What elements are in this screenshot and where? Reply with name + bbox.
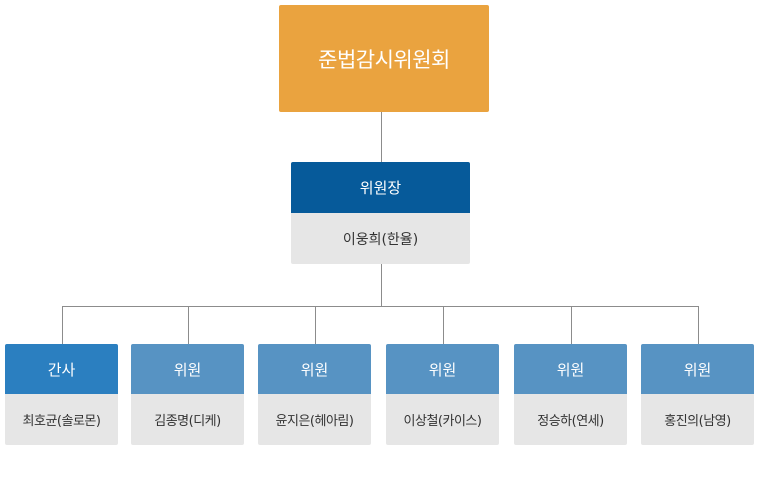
member-role: 위원	[641, 344, 754, 394]
connector-chair-to-bus	[381, 264, 382, 307]
committee-box: 준법감시위원회	[279, 5, 489, 112]
member-name: 윤지은(헤아림)	[258, 394, 371, 445]
member-box: 위원 이상철(카이스)	[386, 344, 499, 445]
member-name: 김종명(디케)	[131, 394, 244, 445]
connector-drop-3	[315, 306, 316, 344]
connector-horizontal-bus	[62, 306, 699, 307]
member-name: 홍진의(남영)	[641, 394, 754, 445]
connector-drop-5	[571, 306, 572, 344]
member-box: 위원 홍진의(남영)	[641, 344, 754, 445]
committee-title: 준법감시위원회	[318, 47, 450, 72]
connector-drop-6	[698, 306, 699, 344]
member-box-secretary: 간사 최호균(솔로몬)	[5, 344, 118, 445]
member-role: 위원	[386, 344, 499, 394]
member-role: 위원	[258, 344, 371, 394]
chair-role: 위원장	[291, 162, 470, 213]
member-role: 위원	[131, 344, 244, 394]
connector-committee-to-chair	[381, 112, 382, 162]
member-name: 이상철(카이스)	[386, 394, 499, 445]
member-box: 위원 윤지은(헤아림)	[258, 344, 371, 445]
member-name: 최호균(솔로몬)	[5, 394, 118, 445]
member-box: 위원 김종명(디케)	[131, 344, 244, 445]
connector-drop-4	[443, 306, 444, 344]
chair-box: 위원장 이웅희(한율)	[291, 162, 470, 264]
connector-drop-2	[188, 306, 189, 344]
member-name: 정승하(연세)	[514, 394, 627, 445]
member-role: 위원	[514, 344, 627, 394]
connector-drop-1	[62, 306, 63, 344]
chair-name: 이웅희(한율)	[291, 213, 470, 264]
member-box: 위원 정승하(연세)	[514, 344, 627, 445]
member-role: 간사	[5, 344, 118, 394]
